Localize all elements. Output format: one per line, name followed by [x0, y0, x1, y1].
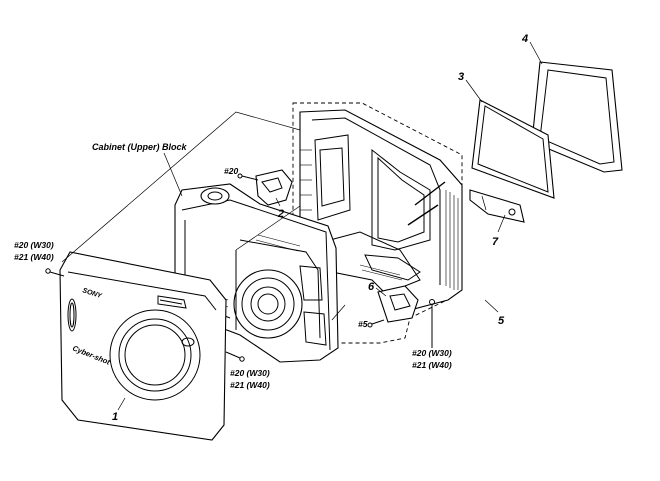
ref-left-w30: #20 (W30): [14, 240, 54, 250]
leader-4: [529, 41, 543, 65]
lcd-frame-panel: [471, 99, 555, 199]
leader-6: [375, 287, 387, 297]
assembly-leader-mid: [235, 205, 301, 251]
leader-3: [465, 79, 483, 103]
left-screw: [45, 268, 65, 277]
callout-6: 6: [368, 281, 375, 293]
callout-5: 5: [498, 315, 505, 327]
assembly-leader-left: [61, 111, 301, 263]
callout-4: 4: [521, 33, 528, 45]
ref-bottom-w40: #21 (W40): [412, 360, 452, 370]
ref-front-w30: #20 (W30): [230, 368, 270, 378]
leader-2: [275, 197, 281, 207]
cabinet-upper-block-label: Cabinet (Upper) Block: [92, 142, 188, 152]
callout-7: 7: [492, 236, 499, 248]
part-7-bracket: [469, 189, 525, 223]
part-2-bracket: [237, 169, 293, 206]
callout-2: 2: [277, 208, 284, 220]
callout-1: 1: [112, 411, 118, 423]
ref-top-20: #20: [224, 166, 238, 176]
front-cabinet-cover: SONY Cyber-shot: [59, 251, 227, 441]
assembly-leader-right: [331, 304, 346, 321]
ref-left-w40: #21 (W40): [14, 252, 54, 262]
front-screw: [225, 351, 245, 362]
part-6-bracket: [377, 285, 419, 323]
cabinet-upper-leader: [163, 152, 183, 197]
ref-front-w40: #21 (W40): [230, 380, 270, 390]
leader-5: [484, 299, 499, 313]
callout-3: 3: [458, 71, 464, 83]
leader-7: [497, 214, 506, 233]
screw-5: [367, 319, 385, 328]
ref-part5-screw: #5: [358, 319, 368, 329]
leader-1: [117, 397, 126, 411]
ref-bottom-w30: #20 (W30): [412, 348, 452, 358]
